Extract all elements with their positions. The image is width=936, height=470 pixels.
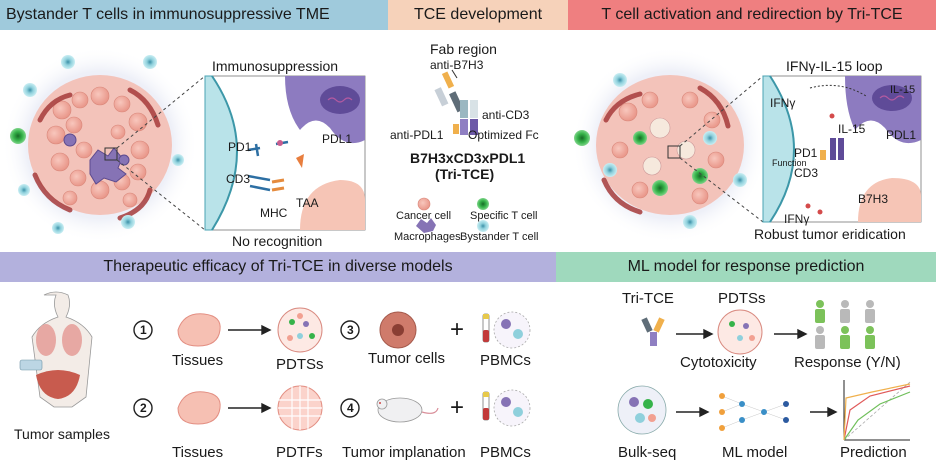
legend-specific-t-cell: Specific T cell [470, 210, 538, 222]
left-pdl1-label: PDL1 [322, 132, 353, 146]
header-ml: ML model for response prediction [556, 252, 936, 282]
legend-icons [416, 197, 489, 233]
legend-macrophages: Macrophages [394, 231, 461, 243]
plus-sign-1: + [450, 316, 465, 343]
anti-cd3-label: anti-CD3 [482, 108, 530, 122]
right-cd3-label: CD3 [794, 166, 819, 180]
header-efficacy: Therapeutic efficacy of Tri-TCE in diver… [0, 252, 556, 282]
right-pdl1-label: PDL1 [886, 128, 917, 142]
ml-pdtss-icon [717, 309, 763, 355]
step-3-number: 3 [347, 323, 354, 337]
left-tumor-illustration [2, 47, 198, 243]
process-arrows [228, 324, 272, 414]
tri-tce-subname: (Tri-TCE) [435, 166, 495, 182]
left-cd3-label: CD3 [226, 172, 251, 186]
right-il15-a-label: IL-15 [890, 84, 916, 96]
header-tce-development: TCE development [388, 0, 568, 30]
header-activation: T cell activation and redirection by Tri… [568, 0, 936, 30]
legend-cancer-cell: Cancer cell [396, 210, 452, 222]
step-4-number: 4 [347, 401, 354, 415]
anti-b7h3-label: anti-B7H3 [430, 58, 484, 72]
tumor-cells-label: Tumor cells [368, 350, 445, 367]
left-zoom-box [204, 75, 366, 231]
pdtss-icon [277, 307, 323, 353]
header-activation-label: T cell activation and redirection by Tri… [601, 6, 903, 23]
tissue-icons [177, 313, 221, 425]
right-pd1-label: PD1 [794, 146, 818, 160]
bulk-seq-label: Bulk-seq [618, 444, 677, 461]
anti-pdl1-label: anti-PDL1 [390, 128, 444, 142]
left-taa-label: TAA [296, 196, 319, 210]
response-people-icons [815, 300, 875, 349]
no-recognition-label: No recognition [232, 233, 323, 249]
plus-sign-2: + [450, 394, 465, 421]
header-bystander: Bystander T cells in immunosuppressive T… [0, 0, 388, 30]
step-number-circles [133, 320, 360, 418]
right-function-label: Function [772, 158, 807, 168]
pbmc-tube-icons [482, 311, 531, 427]
left-mhc-label: MHC [260, 206, 288, 220]
tissues-1-label: Tissues [172, 352, 224, 369]
step-2-number: 2 [140, 401, 147, 415]
tumor-cell-icon [379, 311, 417, 349]
pdtfs-label: PDTFs [276, 444, 323, 461]
ml-arrows [676, 328, 838, 418]
left-pd1-label: PD1 [228, 140, 252, 154]
pbmcs-2-label: PBMCs [480, 444, 531, 461]
body-silhouette [19, 291, 93, 408]
cytotoxicity-label: Cytotoxicity [680, 354, 757, 371]
roc-curve-icon [843, 380, 911, 441]
prediction-label: Prediction [840, 444, 907, 461]
ml-pdtss-label: PDTSs [718, 290, 766, 307]
optimized-fc-label: Optimized Fc [468, 128, 539, 142]
header-ml-label: ML model for response prediction [627, 258, 865, 275]
right-b7h3-label: B7H3 [858, 192, 889, 206]
right-zoom-box [762, 75, 922, 223]
header-bystander-label: Bystander T cells in immunosuppressive T… [6, 6, 330, 23]
ifng-il15-loop-label: IFNγ-IL-15 loop [786, 58, 883, 74]
right-il15-b-label: IL-15 [838, 122, 866, 136]
immunosuppression-label: Immunosuppression [212, 58, 339, 74]
right-zoom-lines [679, 75, 764, 223]
mouse-icon [376, 397, 439, 423]
response-yn-label: Response (Y/N) [794, 354, 901, 371]
left-zoom-lines [116, 75, 206, 231]
ml-tri-tce-label: Tri-TCE [622, 290, 674, 307]
tumor-implanation-label: Tumor implanation [342, 444, 466, 461]
ml-model-label: ML model [722, 444, 788, 461]
bulk-seq-icon [617, 385, 667, 435]
right-ifng-top-label: IFNγ [770, 96, 796, 110]
ml-antibody-icon [641, 317, 665, 346]
robust-eradication-label: Robust tumor eridication [754, 226, 906, 242]
header-efficacy-label: Therapeutic efficacy of Tri-TCE in diver… [103, 258, 453, 275]
legend-bystander-t-cell: Bystander T cell [460, 231, 539, 243]
pdtfs-icon [277, 385, 323, 431]
tri-tce-antibody [434, 69, 478, 135]
pdtss-label: PDTSs [276, 356, 324, 373]
right-tumor-illustration [572, 47, 768, 243]
tumor-samples-label: Tumor samples [14, 426, 110, 442]
step-1-number: 1 [140, 323, 147, 337]
right-ifng-bottom-label: IFNγ [784, 212, 810, 226]
fab-region-label: Fab region [430, 41, 497, 57]
tissues-2-label: Tissues [172, 444, 224, 461]
neural-network-icon [719, 393, 789, 431]
pbmcs-1-label: PBMCs [480, 352, 531, 369]
tri-tce-name: B7H3xCD3xPDL1 [410, 150, 526, 166]
header-tce-label: TCE development [413, 6, 543, 23]
